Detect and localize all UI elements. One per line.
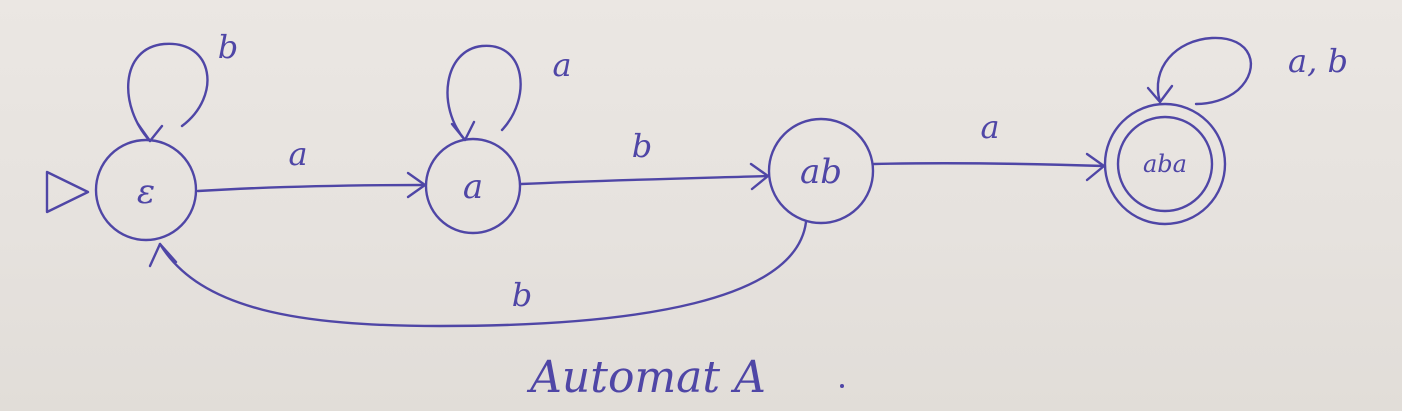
edge-ab-aba-arrowhead xyxy=(1085,152,1106,182)
caption-period xyxy=(840,384,844,388)
state-ab: ab xyxy=(767,117,875,225)
loop-a-path xyxy=(446,44,522,142)
edge-a-ab-label: b xyxy=(632,127,652,165)
state-eps-circle xyxy=(94,138,198,242)
edge-ab-aba-path xyxy=(872,161,1106,168)
edge-ab-eps-label: b xyxy=(512,276,532,314)
edge-ab-eps-arrowhead xyxy=(148,242,178,268)
state-eps-label: ε xyxy=(137,172,155,212)
transition-eps-eps: b xyxy=(127,28,238,143)
state-aba-outer-circle xyxy=(1103,102,1227,226)
transition-eps-a: a xyxy=(196,135,427,199)
loop-aba-arrowhead xyxy=(1146,84,1174,104)
loop-eps-label: b xyxy=(218,28,238,66)
state-aba-label: aba xyxy=(1143,150,1187,178)
state-eps: ε xyxy=(94,138,198,242)
transition-a-ab: b xyxy=(519,127,770,191)
loop-eps-path xyxy=(127,42,209,143)
edge-a-ab-arrowhead xyxy=(749,162,770,191)
transition-a-a: a xyxy=(446,44,572,142)
transition-aba-aba: a, b xyxy=(1146,36,1348,106)
state-aba-inner-circle xyxy=(1116,115,1214,213)
state-ab-label: ab xyxy=(800,152,842,192)
initial-state-marker xyxy=(45,170,90,214)
state-a: a xyxy=(424,137,522,235)
state-a-circle xyxy=(424,137,522,235)
transition-ab-eps: b xyxy=(148,220,808,328)
diagram-caption: Automat A xyxy=(526,352,766,403)
loop-a-arrowhead xyxy=(450,120,476,142)
loop-aba-path xyxy=(1156,36,1253,106)
state-aba: aba xyxy=(1103,102,1227,226)
loop-eps-arrowhead xyxy=(136,122,164,143)
state-ab-circle xyxy=(767,117,875,225)
state-a-label: a xyxy=(463,167,483,207)
loop-aba-label: a, b xyxy=(1288,42,1348,80)
edge-eps-a-path xyxy=(196,183,427,193)
edge-a-ab-path xyxy=(519,174,770,186)
loop-a-label: a xyxy=(552,46,571,84)
transition-ab-aba: a xyxy=(872,108,1106,182)
edge-eps-a-label: a xyxy=(288,135,307,173)
edge-ab-aba-label: a xyxy=(980,108,999,146)
edge-eps-a-arrowhead xyxy=(406,171,427,199)
edge-ab-eps-path xyxy=(158,220,808,328)
